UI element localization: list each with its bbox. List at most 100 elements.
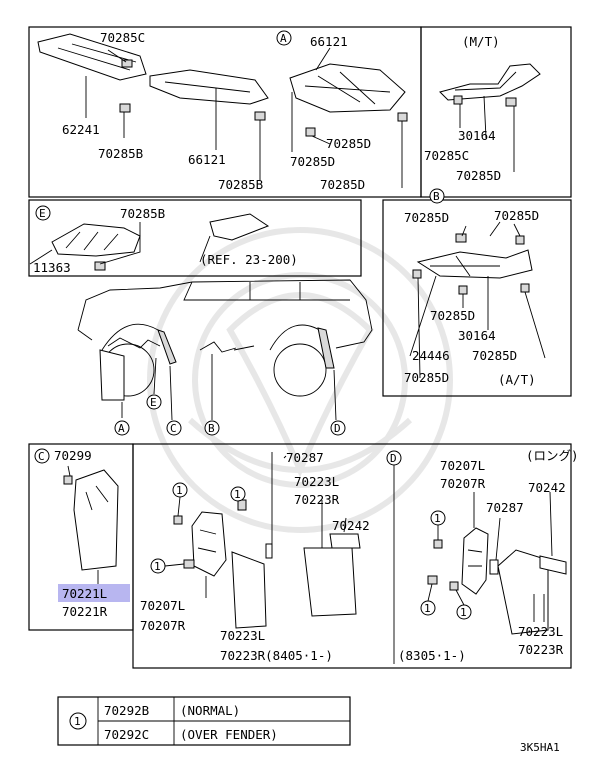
d-title: (ロング) xyxy=(526,448,579,463)
at-label-30164: 30164 xyxy=(458,328,496,343)
part-62241-shape xyxy=(37,33,147,81)
e-label-11363: 11363 xyxy=(33,260,71,275)
callout-c-letter: C xyxy=(38,450,45,463)
mt-label-70285c: 70285C xyxy=(424,148,469,163)
highlight-70221l xyxy=(58,584,130,602)
section-c: C 70299 70221L 70221R xyxy=(28,443,134,631)
label-70285c: 70285C xyxy=(100,30,145,45)
legend-row-1-part: 70292B xyxy=(104,703,149,718)
part-70223-flap-mid xyxy=(303,547,357,617)
part-70221-mudflap xyxy=(73,469,119,571)
c-label-70221r: 70221R xyxy=(62,604,108,619)
callout-a-letter: A xyxy=(280,32,287,45)
d-label-70242: 70242 xyxy=(528,480,566,495)
part-11363-shape xyxy=(51,223,141,257)
e-label-70285b: 70285B xyxy=(120,206,165,221)
section-mt-frame xyxy=(420,26,572,198)
main-label-70223r: 70223R xyxy=(294,492,340,507)
section-e: E 70285B 11363 (REF. 23-200) xyxy=(28,199,362,277)
callout-circle-a xyxy=(276,30,292,46)
vehicle-callout-e: E xyxy=(150,396,157,409)
label-66121-b: 66121 xyxy=(188,152,226,167)
fender-liner-c xyxy=(157,329,177,365)
part-ref-23-200-shape xyxy=(209,213,270,241)
at-label-70285d-c: 70285D xyxy=(430,308,475,323)
d-label-70287: 70287 xyxy=(486,500,524,515)
part-70287-clip-left xyxy=(265,543,273,559)
mudguard-front xyxy=(99,349,125,401)
at-label-70285d-a: 70285D xyxy=(404,210,449,225)
at-label-70285d-d: 70285D xyxy=(472,348,517,363)
d-label-70223r: 70223R xyxy=(518,642,564,657)
vehicle-callout-a: A xyxy=(118,422,125,435)
part-70242-strip-right xyxy=(539,555,567,575)
part-70207-bracket-left xyxy=(191,511,227,577)
at-label-70285d-e: 70285D xyxy=(404,370,449,385)
main-label-70287: 70287 xyxy=(286,450,324,465)
legend-row-2-desc: (OVER FENDER) xyxy=(180,727,278,742)
part-30164-at-shape xyxy=(416,249,533,279)
part-30164-mt-shape xyxy=(439,63,541,101)
section-main-frame xyxy=(132,443,572,669)
rear-wheel xyxy=(269,324,327,351)
circled-1-e: 1 xyxy=(424,602,431,615)
vehicle-callouts: A E C B D xyxy=(114,394,346,436)
label-70285d-c: 70285D xyxy=(320,177,365,192)
legend-row-2-part: 70292C xyxy=(104,727,149,742)
section-at-frame xyxy=(382,199,572,397)
label-70285b-b: 70285B xyxy=(218,177,263,192)
circled-1-f: 1 xyxy=(460,606,467,619)
callout-circle-e xyxy=(35,205,51,221)
part-70223-flap-right xyxy=(497,549,549,635)
d-date-note: (8305·1-) xyxy=(398,648,466,663)
fender-liner-d xyxy=(317,327,335,369)
callout-d-letter: D xyxy=(390,452,397,465)
vehicle-body xyxy=(77,279,373,351)
label-70285d-a: 70285D xyxy=(326,136,371,151)
at-label-70285d-b: 70285D xyxy=(494,208,539,223)
vehicle-callout-b: B xyxy=(208,422,215,435)
legend-row-1-desc: (NORMAL) xyxy=(180,703,240,718)
circled-1-c: 1 xyxy=(154,560,161,573)
main-label-70207r: 70207R xyxy=(140,618,186,633)
part-skid-a-shape xyxy=(289,63,406,113)
label-66121-a: 66121 xyxy=(310,34,348,49)
vehicle-outline xyxy=(77,279,373,421)
callout-e-letter: E xyxy=(39,207,46,220)
label-70285d-b: 70285D xyxy=(290,154,335,169)
circled-1-d: 1 xyxy=(434,512,441,525)
front-wheel xyxy=(101,323,159,351)
main-label-70242: 70242 xyxy=(332,518,370,533)
c-label-70221l: 70221L xyxy=(62,586,107,601)
vehicle-callout-d: D xyxy=(334,422,341,435)
section-top-left: A 70285C 66121 62241 70285B 66121 70285D… xyxy=(28,26,422,198)
legend-symbol: 1 xyxy=(74,715,81,728)
section-e-frame xyxy=(28,199,362,277)
part-70223-flap-left xyxy=(231,551,267,629)
legend-symbol-circle xyxy=(69,712,87,730)
vehicle-callout-c: C xyxy=(170,422,177,435)
mt-title: (M/T) xyxy=(462,34,500,49)
main-label-70223r-b: 70223R(8405·1-) xyxy=(220,648,333,663)
section-mt: (M/T) 30164 70285C 70285D xyxy=(420,26,572,198)
callout-circle-b-at xyxy=(429,188,445,204)
at-title: (A/T) xyxy=(498,372,536,387)
mt-label-30164: 30164 xyxy=(458,128,496,143)
legend-table: 1 70292B (NORMAL) 70292C (OVER FENDER) xyxy=(57,696,351,746)
callout-b-letter-at: B xyxy=(433,190,440,203)
d-label-70207r: 70207R xyxy=(440,476,486,491)
part-70287-clip-right xyxy=(489,559,499,575)
bolts-top-left xyxy=(119,59,408,137)
main-label-70223l-b: 70223L xyxy=(220,628,265,643)
section-at: B 70285D 70285D 70285D 30164 24446 70285… xyxy=(382,188,572,397)
e-ref-note: (REF. 23-200) xyxy=(200,252,298,267)
circled-1-b: 1 xyxy=(234,488,241,501)
at-label-24446: 24446 xyxy=(412,348,450,363)
diagram-code: 3K5HA1 xyxy=(520,741,560,754)
main-label-70223l: 70223L xyxy=(294,474,339,489)
mt-label-70285d: 70285D xyxy=(456,168,501,183)
d-label-70207l: 70207L xyxy=(440,458,485,473)
c-label-70299: 70299 xyxy=(54,448,92,463)
d-label-70223l: 70223L xyxy=(518,624,563,639)
